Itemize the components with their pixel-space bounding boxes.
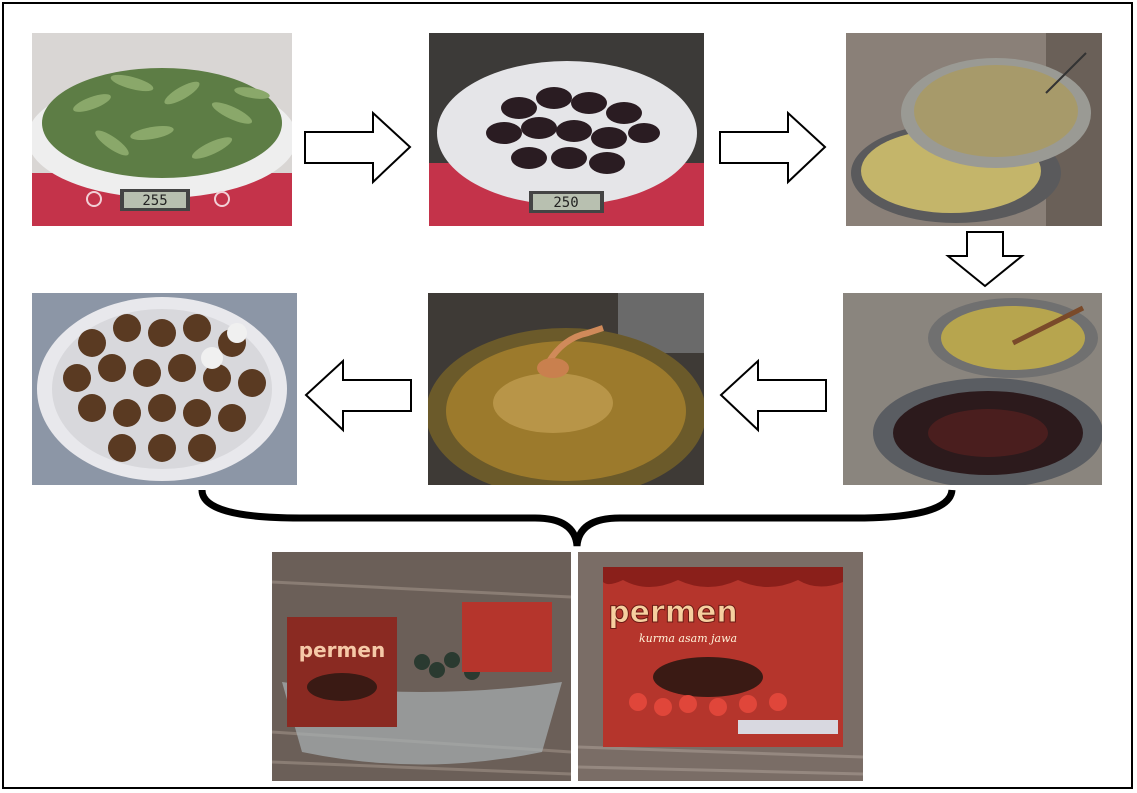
arrow-down — [945, 230, 1025, 288]
candy-box-photo: permen kurma asam jawa — [578, 552, 863, 781]
scale-reading-1: 255 — [142, 193, 167, 209]
leaves-on-scale-photo: 255 — [32, 33, 292, 226]
flower-candies-photo — [32, 293, 297, 485]
scale-reading-2: 250 — [553, 195, 578, 211]
grouping-brace — [180, 488, 980, 568]
arrow-left-1 — [718, 358, 828, 433]
dates-on-scale-photo: 250 — [429, 33, 704, 226]
box-subtitle: kurma asam jawa — [639, 632, 737, 645]
mixing-bowls-photo — [843, 293, 1102, 485]
brand-label-1: permen — [299, 638, 385, 662]
syrup-cooking-photo — [428, 293, 704, 485]
leaf-paste-sieving-photo — [846, 33, 1102, 226]
arrow-right-2 — [718, 110, 828, 185]
brand-label-2: permen — [608, 595, 738, 630]
arrow-left-2 — [303, 358, 413, 433]
arrow-right-1 — [303, 110, 413, 185]
packaged-candy-bowl-photo: permen — [272, 552, 571, 781]
